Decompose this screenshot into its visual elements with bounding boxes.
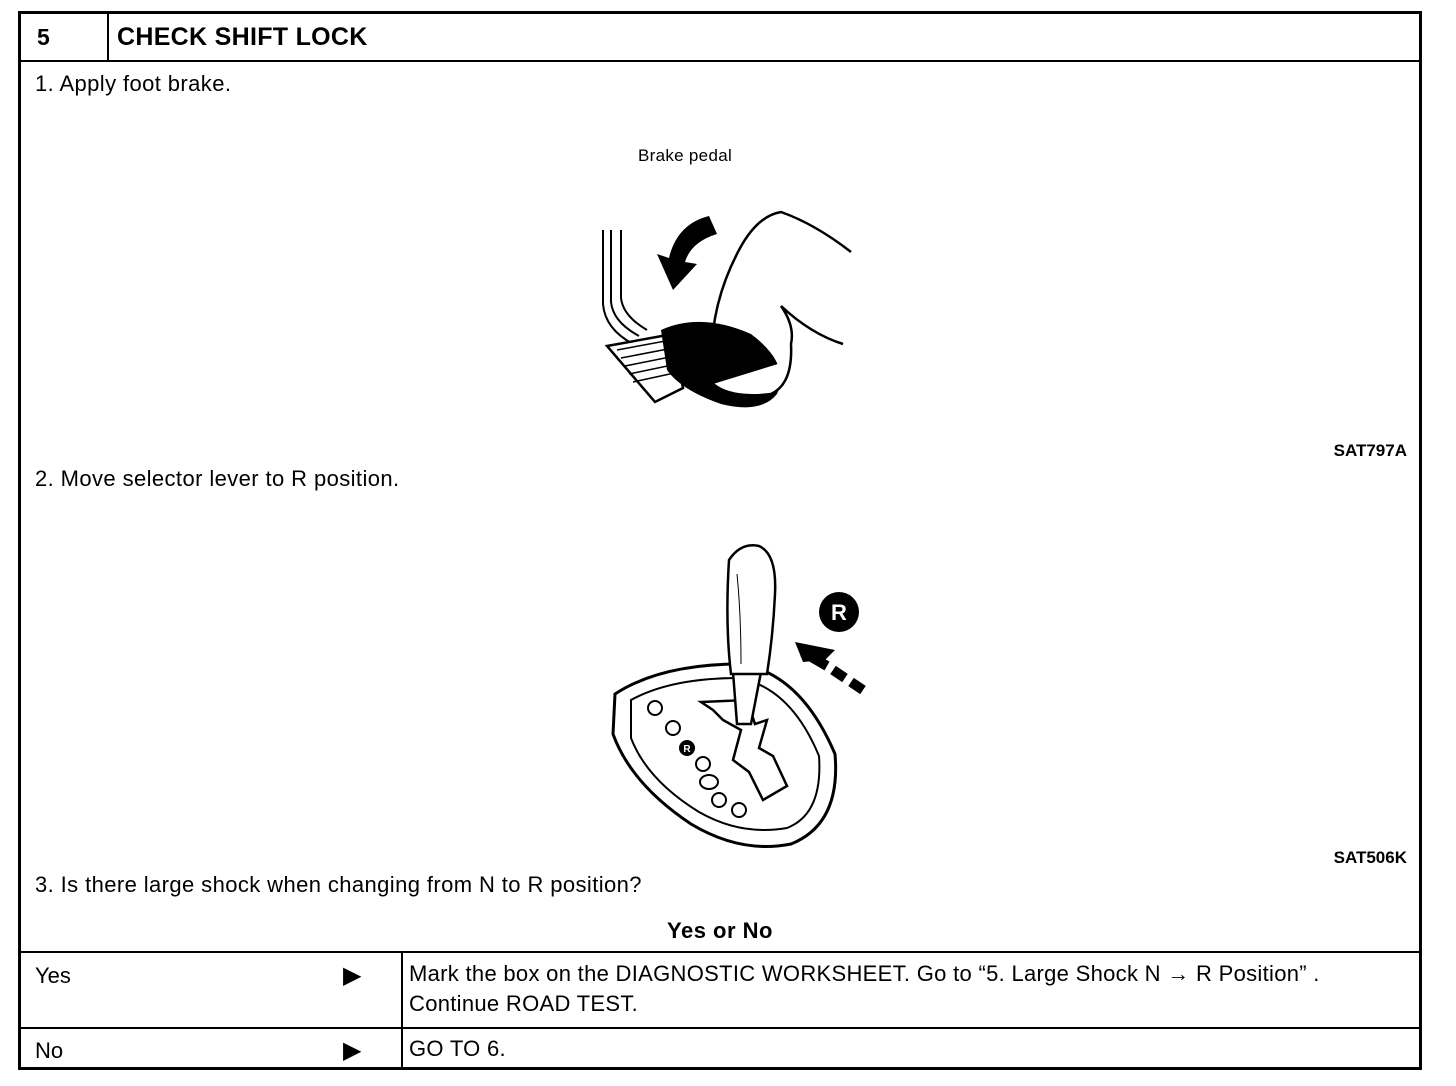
brake-pedal-illustration <box>602 210 852 408</box>
arrow-right-icon: ▶ <box>343 962 362 989</box>
answer-yes: Yes <box>35 963 71 988</box>
figure-code-2: SAT506K <box>1333 848 1407 867</box>
step-1-text: 1. Apply foot brake. <box>35 71 232 96</box>
answer-yes-result: Mark the box on the DIAGNOSTIC WORKSHEET… <box>409 961 1320 1016</box>
svg-text:R: R <box>831 600 847 625</box>
row-divider <box>401 1029 403 1070</box>
answer-row-no: No ▶ GO TO 6. <box>21 1027 1419 1070</box>
answer-no: No <box>35 1038 64 1063</box>
row-divider <box>401 953 403 1027</box>
step-3-text: 3. Is there large shock when changing fr… <box>35 872 642 897</box>
arrow-right-icon: ▶ <box>343 1037 362 1064</box>
yes-or-no-label: Yes or No <box>667 918 773 943</box>
answer-row-yes: Yes ▶ Mark the box on the DIAGNOSTIC WOR… <box>21 951 1419 1027</box>
answer-no-result: GO TO 6. <box>409 1036 506 1061</box>
selector-lever-illustration: R R <box>611 544 866 848</box>
step-title: CHECK SHIFT LOCK <box>117 23 368 51</box>
sheet-header: 5 CHECK SHIFT LOCK <box>21 14 1419 62</box>
brake-pedal-label: Brake pedal <box>638 146 733 165</box>
figure-code-1: SAT797A <box>1333 441 1407 460</box>
svg-text:R: R <box>683 744 691 755</box>
step-2-text: 2. Move selector lever to R position. <box>35 466 400 491</box>
diagnostic-sheet: 5 CHECK SHIFT LOCK 1. Apply foot brake. … <box>18 11 1422 1070</box>
step-number: 5 <box>21 14 109 60</box>
